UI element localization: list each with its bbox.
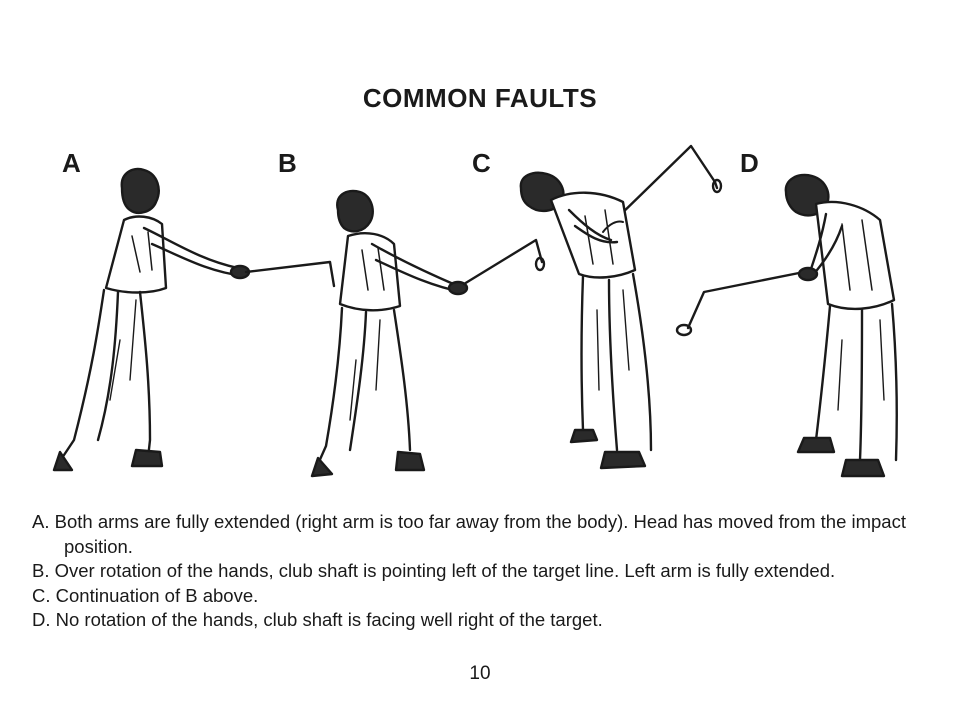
golfer-c-club bbox=[613, 144, 723, 222]
golfer-a-torso bbox=[104, 215, 168, 294]
golfer-c-legs bbox=[569, 272, 653, 470]
golfer-b-head bbox=[336, 189, 374, 233]
golfer-illustration-a bbox=[40, 140, 350, 490]
golfer-d-arms bbox=[797, 212, 844, 282]
golfer-d-club bbox=[675, 270, 806, 337]
caption-b: B. Over rotation of the hands, club shaf… bbox=[32, 560, 836, 581]
figure-captions: A. Both arms are fully extended (right a… bbox=[32, 510, 912, 633]
figure-label-b: B bbox=[278, 148, 297, 178]
caption-a: A. Both arms are fully extended (right a… bbox=[32, 511, 906, 557]
golfer-c-torso bbox=[549, 191, 637, 279]
page-title: COMMON FAULTS bbox=[362, 83, 598, 113]
figure-label-d: D bbox=[740, 148, 759, 178]
caption-d: D. No rotation of the hands, club shaft … bbox=[32, 609, 603, 630]
golfer-a-legs bbox=[52, 288, 164, 472]
golfer-b-club bbox=[462, 238, 546, 286]
figure-label-a: A bbox=[62, 148, 81, 178]
golfer-c-arms bbox=[567, 208, 624, 244]
golfer-a-club bbox=[244, 260, 336, 288]
golfer-d-torso bbox=[814, 200, 896, 311]
golfer-b-legs bbox=[310, 306, 426, 478]
page-number: 10 bbox=[469, 663, 491, 684]
caption-c: C. Continuation of B above. bbox=[32, 584, 259, 606]
figure-label-c: C bbox=[472, 148, 491, 178]
golfer-b-torso bbox=[338, 232, 402, 312]
golfer-d-legs bbox=[796, 302, 898, 478]
golfer-illustration-d bbox=[666, 140, 926, 490]
golfer-illustration-c bbox=[505, 140, 735, 490]
golfer-illustration-b bbox=[290, 140, 570, 490]
golfer-b-arms bbox=[370, 242, 469, 296]
golfer-a-head bbox=[120, 167, 160, 214]
